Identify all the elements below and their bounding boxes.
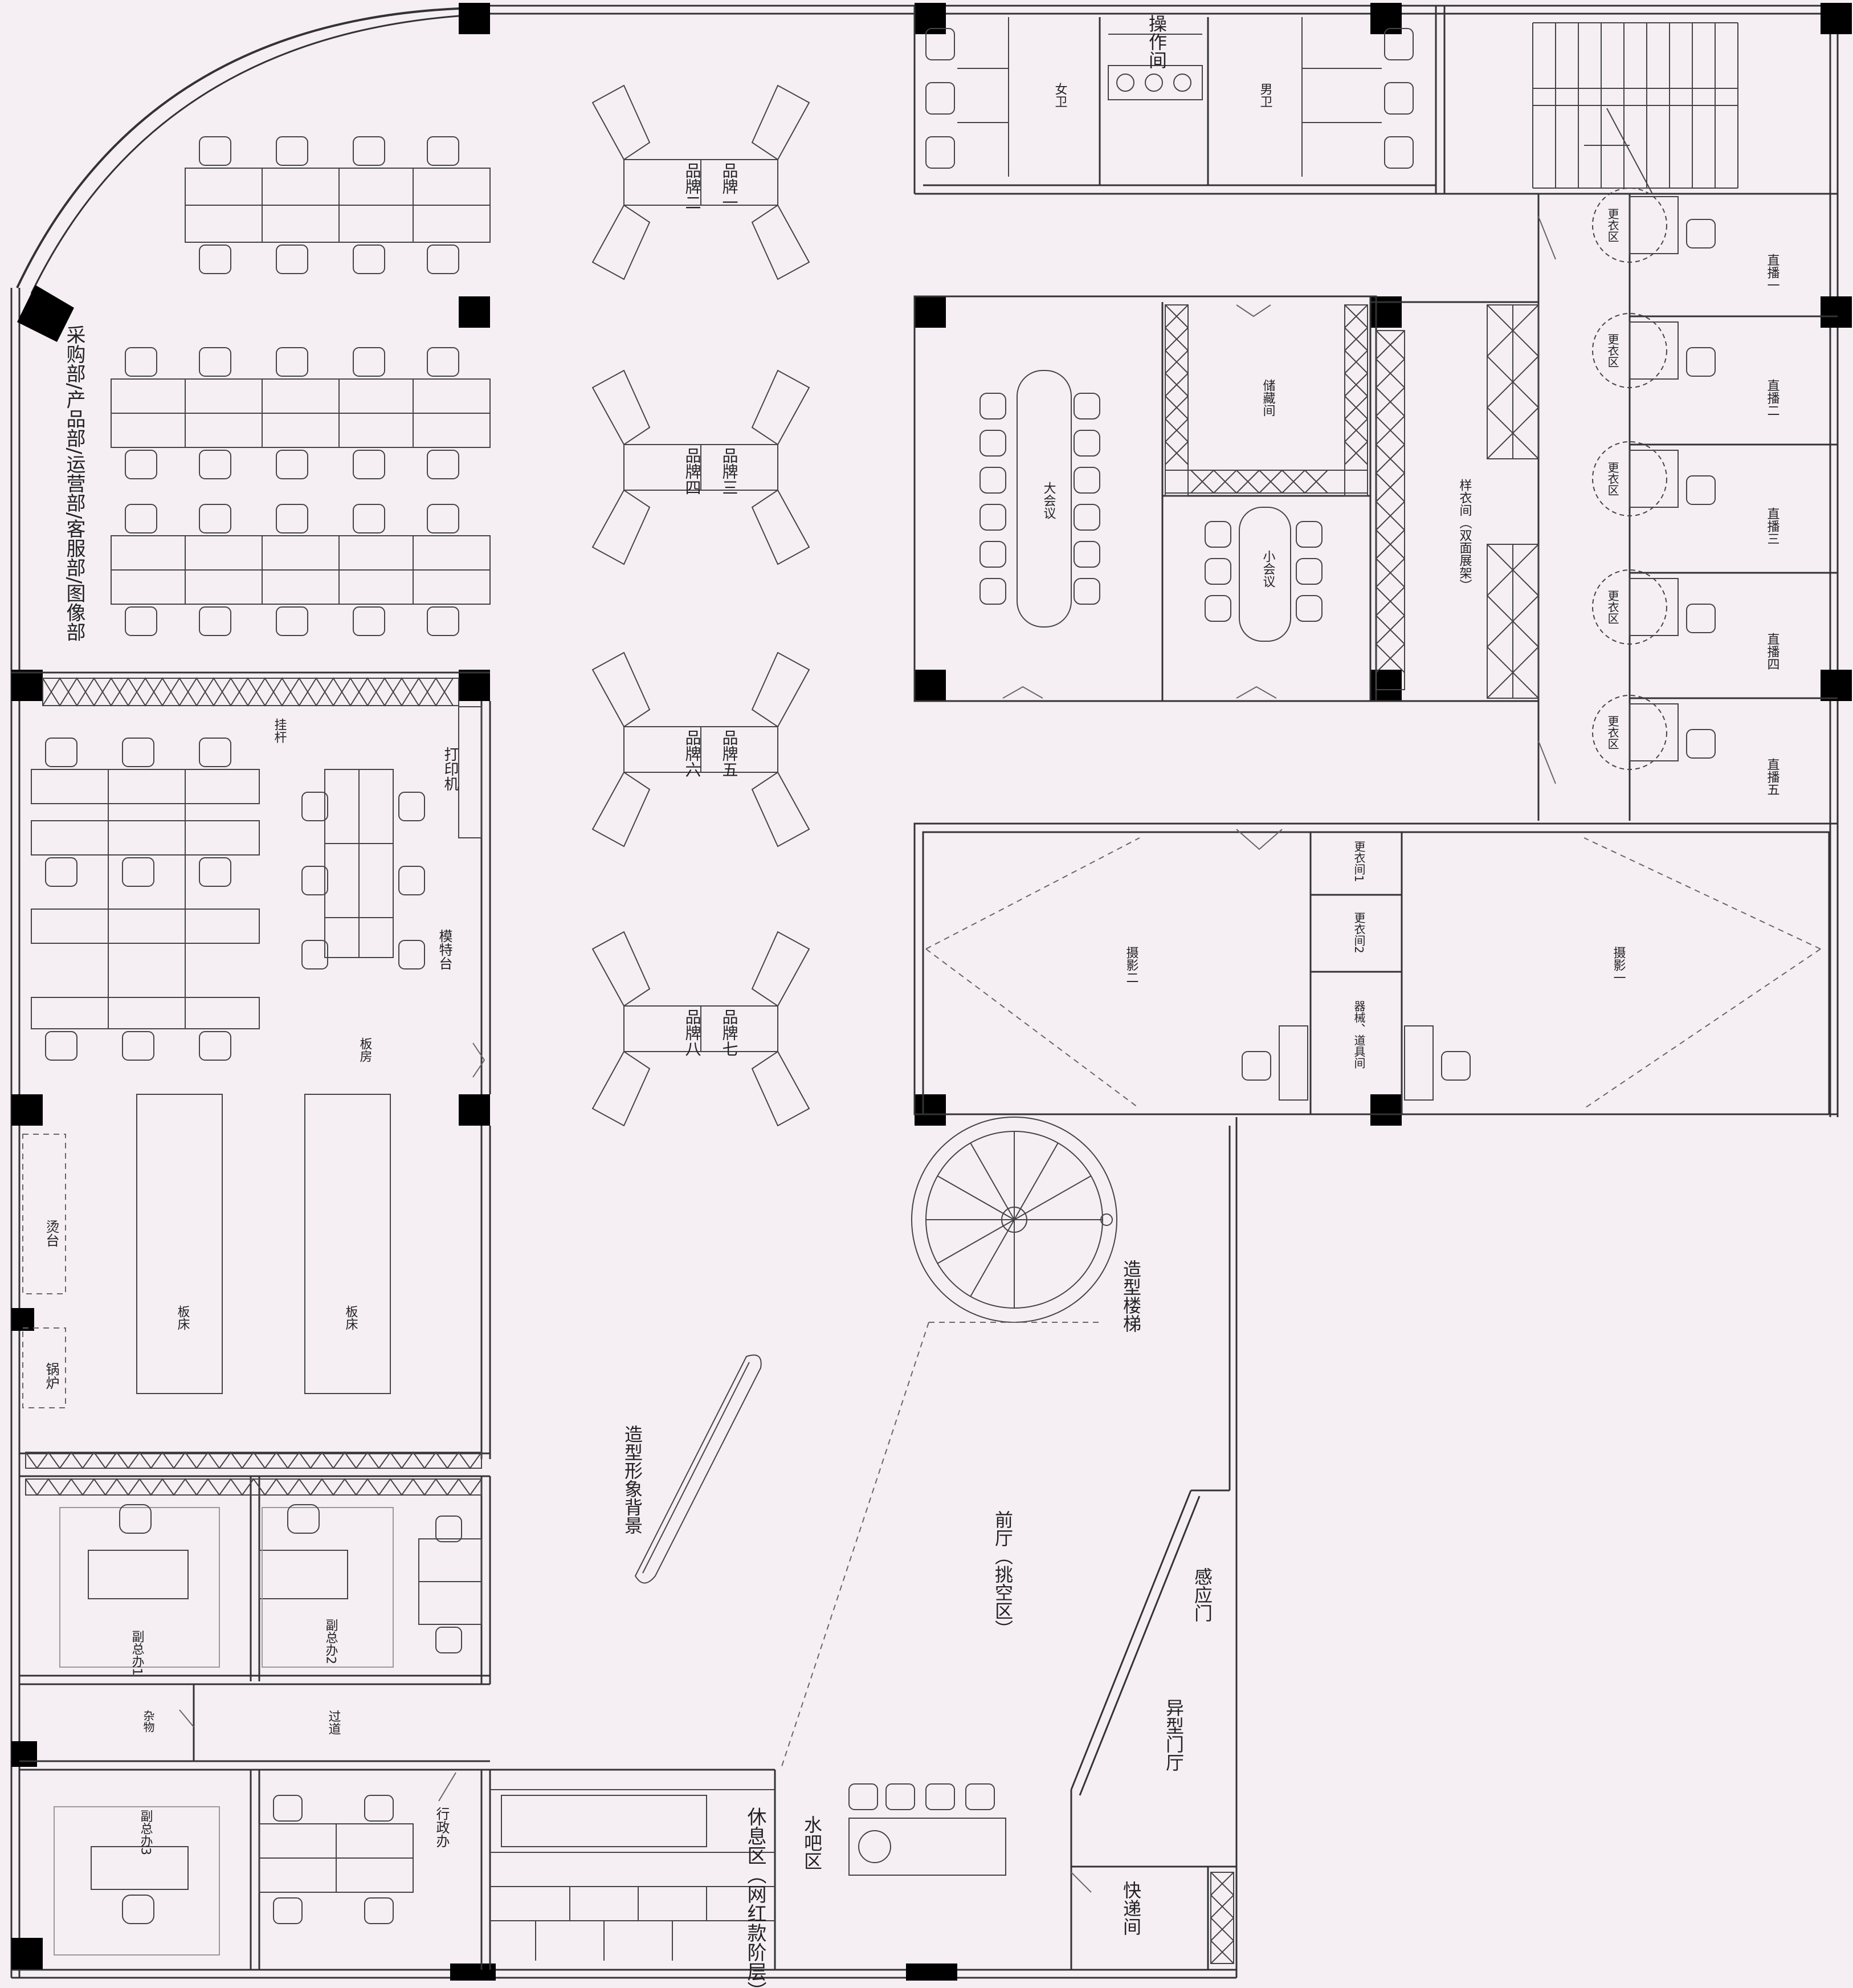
label-live2: 直播二	[1765, 379, 1780, 417]
label-change-area-1: 更衣区	[1606, 208, 1619, 242]
label-purchasing-dept: 采购部/产品部/运营部/客服部/图像部	[63, 325, 85, 642]
meeting-tables	[1017, 370, 1291, 642]
label-warehouse: 储藏间	[1261, 379, 1276, 417]
label-board-bed-a: 板床	[175, 1305, 190, 1330]
label-vgm2: 副总办2	[324, 1619, 338, 1664]
hatched-bands	[25, 304, 1539, 1964]
label-big-meeting: 大会议	[1042, 482, 1056, 519]
brand-desk-clusters	[591, 84, 810, 1127]
label-special-hall: 异型门厅	[1163, 1698, 1185, 1771]
toilets	[925, 17, 1414, 177]
outer-walls	[10, 5, 1839, 1979]
label-corridor: 过道	[326, 1710, 341, 1735]
label-live4: 直播四	[1765, 633, 1780, 670]
brand-label-4: 品牌四	[683, 447, 702, 495]
label-change-area-4: 更衣区	[1606, 590, 1619, 624]
label-live5: 直播五	[1765, 758, 1780, 796]
rest-area-steps	[490, 1789, 775, 1961]
label-admin: 行政办	[434, 1807, 450, 1848]
label-change-area-2: 更衣区	[1606, 333, 1619, 368]
brand-label-2: 品牌二	[683, 162, 702, 210]
label-vgm3: 副总办3	[138, 1810, 153, 1855]
label-water-bar: 水吧区	[801, 1815, 823, 1870]
label-photo1: 摄影一	[1611, 946, 1626, 984]
label-spiral-stair: 造型楼梯	[1120, 1260, 1142, 1333]
sample-room-furniture	[54, 706, 482, 1956]
label-equipment: 器械、道具间	[1352, 1000, 1366, 1069]
label-rest-area: 休息区（网红款阶层）	[744, 1807, 766, 1988]
label-sensor-door: 感应门	[1191, 1567, 1213, 1622]
label-rack: 挂杆	[272, 718, 287, 743]
label-change-area-3: 更衣区	[1606, 462, 1619, 496]
label-sample-room: 板房	[358, 1037, 373, 1062]
label-ironing: 烫台	[43, 1220, 59, 1247]
brand-label-1: 品牌一	[720, 162, 739, 210]
doors	[179, 216, 1556, 1893]
label-express: 快递间	[1120, 1881, 1142, 1936]
live-rooms-furniture	[1279, 188, 1679, 1101]
label-boiler: 锅炉	[43, 1362, 59, 1390]
label-model-stand: 模特台	[436, 929, 452, 970]
stairwell	[1532, 22, 1738, 194]
label-sample-clothes: 样衣间（双面展架）	[1458, 479, 1472, 592]
office-desks-north	[31, 168, 491, 1029]
label-male-wc: 男卫	[1258, 83, 1273, 108]
label-dressing2: 更衣间2	[1352, 912, 1366, 954]
shaped-background-wall	[634, 1354, 762, 1584]
label-printer: 打印机	[442, 747, 459, 791]
label-lobby: 前厅（挑空区）	[992, 1510, 1014, 1638]
label-photo2: 摄影二	[1124, 946, 1139, 984]
brand-labels: 品牌一 品牌二 品牌三 品牌四 品牌五 品牌六 品牌七 品牌八	[683, 162, 739, 1057]
label-utility: 操作间	[1146, 14, 1168, 69]
label-shaped-bg: 造型形象背景	[622, 1425, 643, 1534]
brand-label-8: 品牌八	[683, 1009, 702, 1057]
label-live3: 直播三	[1765, 507, 1780, 545]
label-vgm1: 副总办1	[130, 1630, 145, 1676]
label-board-bed-b: 板床	[344, 1305, 358, 1330]
label-change-area-5: 更衣区	[1606, 715, 1619, 749]
label-storage: 杂物	[141, 1710, 155, 1733]
water-bar-counter	[848, 1783, 1006, 1876]
label-female-wc: 女卫	[1053, 83, 1067, 108]
label-dressing1: 更衣间1	[1352, 841, 1366, 882]
brand-label-7: 品牌七	[720, 1009, 739, 1057]
brand-label-3: 品牌三	[720, 447, 739, 495]
chairs	[45, 136, 1716, 1924]
dashed-outlines	[22, 837, 1821, 1770]
brand-label-5: 品牌五	[720, 730, 739, 777]
brand-label-6: 品牌六	[683, 730, 702, 777]
label-small-meeting: 小会议	[1261, 550, 1276, 588]
room-labels: 采购部/产品部/运营部/客服部/图像部 打印机 挂杆 模特台 板房 板床 板床 …	[43, 14, 1780, 1988]
label-live1: 直播一	[1765, 254, 1780, 291]
